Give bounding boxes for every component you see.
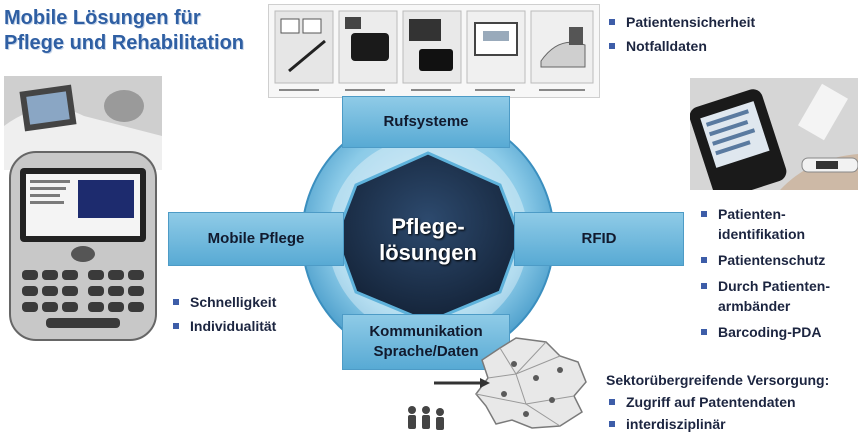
bullet-zugriff-patentendaten: Zugriff auf Patentendaten (606, 392, 864, 412)
bullet-schnelligkeit: Schnelligkeit (170, 292, 330, 312)
call-system-devices (268, 4, 600, 98)
germany-map-image (475, 337, 587, 429)
bullet-interdisziplinaer: interdisziplinär (606, 414, 864, 434)
box-rufsysteme-label: Rufsysteme (383, 113, 469, 130)
box-kommunikation-label-1: Kommunikation (369, 323, 483, 340)
call-system-devices-image (274, 10, 594, 91)
bullet-patientenschutz: Patientenschutz (698, 250, 864, 270)
blackberry-device-image (9, 151, 157, 341)
center-label-line-2: lösungen (379, 240, 477, 265)
bullet-patientensicherheit: Patientensicherheit (606, 12, 806, 32)
box-mobile-pflege: Mobile Pflege (168, 212, 344, 266)
right-bullets: Patienten- identifikation Patientenschut… (698, 204, 864, 342)
sector-heading: Sektorübergreifende Versorgung: (606, 372, 830, 388)
center-label-line-1: Pflege- (391, 214, 465, 239)
rfid-pda-wristband-photo-image (690, 78, 858, 190)
bullet-barcoding-pda: Barcoding-PDA (698, 322, 864, 342)
people-figures (404, 404, 448, 432)
top-right-bullets: Patientensicherheit Notfalldaten (606, 12, 806, 56)
bullet-notfalldaten: Notfalldaten (606, 36, 806, 56)
bullet-patientenarmbaender: Durch Patienten- armbänder (698, 276, 864, 316)
bullet-individualitaet: Individualität (170, 316, 330, 336)
arrow-icon (432, 376, 492, 388)
box-rfid-label: RFID (581, 230, 617, 247)
title-line-1: Mobile Lösungen für (4, 7, 201, 29)
box-mobile-pflege-label: Mobile Pflege (207, 230, 305, 247)
people-figures-image (408, 406, 444, 430)
center-label: Pflege- lösungen (358, 214, 498, 266)
blackberry-device (6, 150, 160, 344)
rfid-pda-wristband-photo (690, 78, 858, 190)
box-rfid: RFID (514, 212, 684, 266)
bullet-patienten-identifikation: Patienten- identifikation (698, 204, 864, 244)
page-title: Mobile Lösungen für Pflege und Rehabilit… (4, 6, 274, 56)
box-kommunikation-label-2: Sprache/Daten (373, 343, 479, 360)
sector-section: Sektorübergreifende Versorgung: Zugriff … (606, 370, 864, 434)
box-rufsysteme: Rufsysteme (342, 96, 510, 148)
germany-map (456, 334, 604, 432)
title-line-2: Pflege und Rehabilitation (4, 32, 245, 54)
box-kommunikation: Kommunikation Sprache/Daten (342, 314, 510, 370)
left-bullets: Schnelligkeit Individualität (170, 292, 330, 336)
